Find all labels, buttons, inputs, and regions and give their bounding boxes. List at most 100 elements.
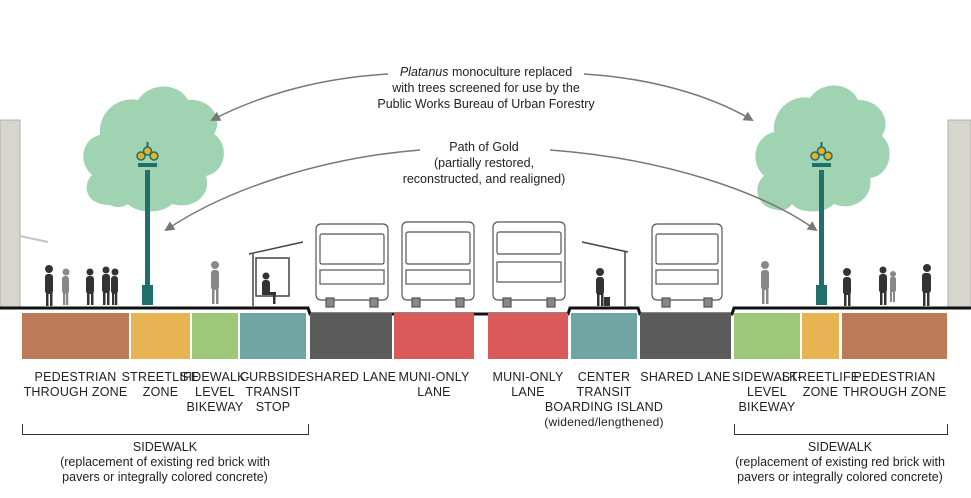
- zone-label-line2: LEVEL: [747, 385, 787, 399]
- sidewalk-bracket-left: [22, 424, 309, 435]
- zone-bar-muni-left: [394, 313, 474, 359]
- zone-label-line1: SHARED LANE: [640, 370, 731, 384]
- zone-bar-bikeway-left: [192, 313, 238, 359]
- zone-bar-ped-left: [22, 313, 129, 359]
- person: [922, 264, 931, 306]
- person: [262, 272, 276, 304]
- zone-bar-shared-right: [640, 313, 731, 359]
- zone-label-line2: LEVEL: [195, 385, 235, 399]
- person: [890, 271, 896, 302]
- tree-left: [83, 86, 224, 212]
- zone-label-line4: (widened/lengthened): [544, 415, 664, 429]
- zone-label-line1: STREETLIFE: [781, 370, 860, 384]
- zone-label-line1: CENTER: [577, 370, 631, 384]
- person: [102, 266, 110, 305]
- lamp-post-left: [136, 142, 159, 305]
- person: [111, 268, 119, 305]
- zone-label-line2: LANE: [511, 385, 545, 399]
- trees-annotation-line3: Public Works Bureau of Urban Forestry: [377, 97, 595, 111]
- zone-bar-bikeway-right: [734, 313, 800, 359]
- sidewalk-title-left: SIDEWALK: [132, 440, 198, 454]
- bus-muni-right: [492, 221, 566, 308]
- person: [596, 268, 610, 306]
- zone-label-line2: TRANSIT: [245, 385, 301, 399]
- zone-label-line1: STREETLIFE: [121, 370, 200, 384]
- sidewalk-note-right: SIDEWALK (replacement of existing red br…: [735, 440, 945, 485]
- curbside-shelter: [248, 241, 304, 306]
- zone-bar-transit-stop: [240, 313, 306, 359]
- zone-bar-boarding-island: [571, 313, 637, 359]
- sidewalk-desc-left-1: (replacement of existing red brick with: [60, 455, 270, 469]
- sidewalk-desc-right-1: (replacement of existing red brick with: [735, 455, 945, 469]
- gold-annotation-line3: reconstructed, and realigned): [402, 172, 566, 186]
- sidewalk-desc-right-2: pavers or integrally colored concrete): [737, 470, 943, 484]
- zone-label-line1: MUNI-ONLY: [492, 370, 564, 384]
- person: [879, 266, 887, 305]
- zone-label-line2: THROUGH ZONE: [842, 385, 947, 399]
- zone-label-line1: PEDESTRIAN: [853, 370, 936, 384]
- building-right: [947, 119, 971, 309]
- bus-shared-right: [651, 223, 723, 308]
- bus-shared-left: [315, 223, 389, 308]
- zone-label-line2: ZONE: [142, 385, 179, 399]
- zone-label-line1: SIDEWALK-: [731, 370, 803, 384]
- bus-muni-left: [401, 221, 475, 308]
- zone-label-line3: STOP: [255, 400, 291, 414]
- island-shelter: [581, 241, 629, 306]
- sidewalk-note-left: SIDEWALK (replacement of existing red br…: [60, 440, 270, 485]
- arrow-trees-right: [583, 73, 754, 122]
- arrow-trees-left: [210, 73, 389, 121]
- sidewalk-title-right: SIDEWALK: [807, 440, 873, 454]
- zone-label-line2: LANE: [417, 385, 451, 399]
- zone-label-line3: BOARDING ISLAND: [544, 400, 664, 414]
- zone-label-line1: PEDESTRIAN: [34, 370, 117, 384]
- sidewalk-bracket-right: [734, 424, 948, 435]
- zone-label-line1: CURBSIDE: [239, 370, 307, 384]
- arrow-gold-left: [164, 149, 421, 232]
- zone-label-line3: BIKEWAY: [738, 400, 796, 414]
- trees-annotation-line2: with trees screened for use by the: [392, 81, 580, 95]
- trees-annotation-em: Platanus: [399, 65, 449, 79]
- lamp-post-right: [810, 142, 833, 305]
- person: [761, 261, 769, 304]
- zone-bar-streetlife-left: [131, 313, 190, 359]
- ground-profile: [0, 306, 971, 316]
- gold-annotation: Path of Gold (partially restored, recons…: [403, 139, 566, 187]
- trees-annotation-rest: monoculture replaced: [448, 65, 573, 79]
- zone-label-line2: THROUGH ZONE: [23, 385, 128, 399]
- person: [86, 268, 94, 305]
- zone-label-line1: SIDEWALK-: [179, 370, 251, 384]
- pedestrian-figures: [45, 261, 931, 306]
- zone-label-shared-left: SHARED LANE: [306, 370, 396, 385]
- arrow-gold-right: [549, 149, 818, 232]
- zone-bar-muni-right: [488, 313, 568, 359]
- zone-label-line1: SHARED LANE: [305, 370, 397, 384]
- zone-label-line2: TRANSIT: [576, 385, 632, 399]
- zone-label-line1: MUNI-ONLY: [398, 370, 470, 384]
- building-left: [0, 119, 21, 309]
- person: [211, 261, 219, 304]
- person: [45, 265, 53, 306]
- person: [62, 268, 70, 305]
- zone-bar-streetlife-right: [802, 313, 839, 359]
- zone-label-line3: BIKEWAY: [186, 400, 244, 414]
- gold-annotation-line2: (partially restored,: [433, 156, 535, 170]
- trees-annotation: Platanus monoculture replaced with trees…: [377, 64, 594, 112]
- zone-bar-ped-right: [842, 313, 947, 359]
- zone-label-shared-right: SHARED LANE: [640, 370, 730, 385]
- zone-bar-shared-left: [310, 313, 392, 359]
- person: [843, 268, 851, 306]
- zone-label-line2: ZONE: [802, 385, 839, 399]
- sidewalk-desc-left-2: pavers or integrally colored concrete): [62, 470, 268, 484]
